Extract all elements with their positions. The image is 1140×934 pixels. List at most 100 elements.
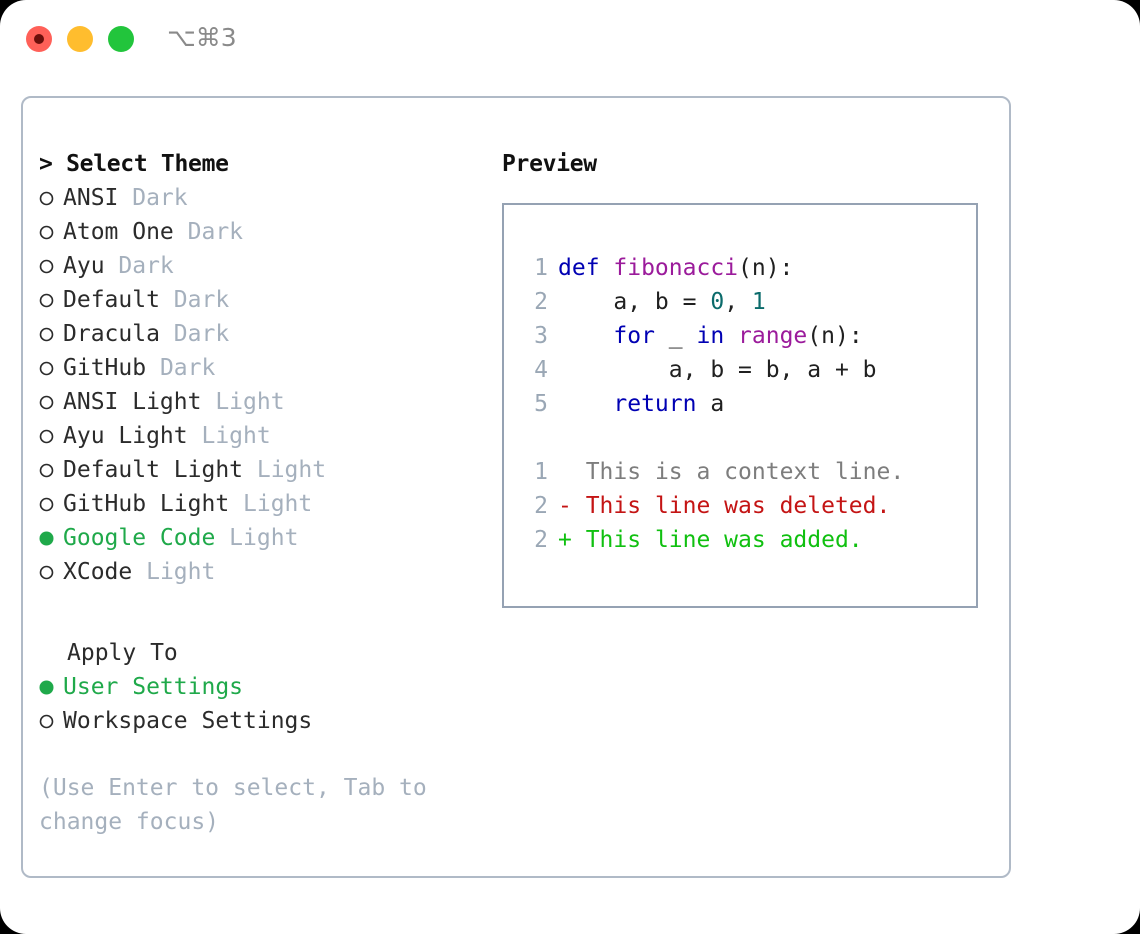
theme-item-ayu[interactable]: Ayu Dark <box>39 249 469 283</box>
radio-selected-icon[interactable] <box>39 521 63 555</box>
line-number: 2 <box>534 527 548 553</box>
diff-text: This line was deleted. <box>571 493 891 519</box>
line-number: 5 <box>534 391 548 417</box>
apply-to-option-user-settings[interactable]: User Settings <box>39 670 469 704</box>
apply-to-option-label: User Settings <box>63 674 244 700</box>
code-line: 2 a, b = 0, 1 <box>522 285 976 319</box>
theme-item-label: ANSI <box>63 185 119 211</box>
theme-item-github-light[interactable]: GitHub Light Light <box>39 487 469 521</box>
diff-text: This line was added. <box>571 527 863 553</box>
radio-unselected-icon[interactable] <box>39 487 63 521</box>
theme-item-ansi-light[interactable]: ANSI Light Light <box>39 385 469 419</box>
apply-to-title: Apply To <box>67 640 178 666</box>
radio-unselected-icon[interactable] <box>39 283 63 317</box>
theme-item-default-light[interactable]: Default Light Light <box>39 453 469 487</box>
theme-item-github[interactable]: GitHub Dark <box>39 351 469 385</box>
theme-item-dracula[interactable]: Dracula Dark <box>39 317 469 351</box>
title-bar: ⌥⌘3 <box>0 0 1140 78</box>
keyboard-shortcut-label: ⌥⌘3 <box>167 23 237 52</box>
theme-item-label: Dracula <box>63 321 160 347</box>
code-token-plain: (n): <box>738 255 794 281</box>
theme-item-label: Ayu <box>63 253 105 279</box>
theme-item-label: Ayu Light <box>63 423 188 449</box>
theme-item-variant: Light <box>201 389 285 415</box>
code-token-plain: a, b = b, a + b <box>558 357 877 383</box>
code-line: 4 a, b = b, a + b <box>522 353 976 387</box>
keyboard-hint: (Use Enter to select, Tab to change focu… <box>39 775 427 835</box>
theme-item-variant: Dark <box>118 185 188 211</box>
radio-unselected-icon[interactable] <box>39 419 63 453</box>
code-token-num: 1 <box>751 289 766 315</box>
code-line: 3 for _ in range(n): <box>522 319 976 353</box>
apply-to-option-label: Workspace Settings <box>63 708 313 734</box>
hint-gap <box>39 738 469 771</box>
theme-item-ayu-light[interactable]: Ayu Light Light <box>39 419 469 453</box>
theme-item-google-code[interactable]: Google Code Light <box>39 521 469 555</box>
theme-item-variant: Dark <box>146 355 216 381</box>
traffic-light-buttons <box>26 26 134 52</box>
code-token-plain <box>724 323 738 349</box>
theme-item-variant: Light <box>229 491 313 517</box>
code-token-kw: def <box>558 255 614 281</box>
minimize-button[interactable] <box>67 26 93 52</box>
code-token-plain <box>558 391 613 417</box>
diff-sample: 1 This is a context line.2- This line wa… <box>522 455 976 557</box>
diff-marker <box>558 459 572 485</box>
code-diff-gap <box>522 421 976 455</box>
diff-line-context: 1 This is a context line. <box>522 455 976 489</box>
code-token-fn: fibonacci <box>613 255 739 281</box>
diff-line-added: 2+ This line was added. <box>522 523 976 557</box>
theme-item-xcode[interactable]: XCode Light <box>39 555 469 589</box>
theme-item-default[interactable]: Default Dark <box>39 283 469 317</box>
maximize-button[interactable] <box>108 26 134 52</box>
apply-to-option-workspace-settings[interactable]: Workspace Settings <box>39 704 469 738</box>
code-token-num: 0 <box>710 289 725 315</box>
theme-item-variant: Light <box>187 423 271 449</box>
code-token-plain: (n): <box>807 323 863 349</box>
line-number: 1 <box>534 255 548 281</box>
radio-unselected-icon[interactable] <box>39 317 63 351</box>
radio-unselected-icon[interactable] <box>39 181 63 215</box>
radio-unselected-icon[interactable] <box>39 351 63 385</box>
code-token-plain: a, b = <box>558 289 711 315</box>
close-button[interactable] <box>26 26 52 52</box>
line-number: 2 <box>534 493 548 519</box>
code-line: 1 def fibonacci(n): <box>522 251 976 285</box>
theme-item-label: Default <box>63 287 160 313</box>
theme-item-label: GitHub Light <box>63 491 230 517</box>
radio-unselected-icon[interactable] <box>39 249 63 283</box>
code-token-kw: return <box>613 391 697 417</box>
theme-item-ansi[interactable]: ANSI Dark <box>39 181 469 215</box>
code-token-plain: , <box>724 289 752 315</box>
code-token-plain: _ <box>654 323 697 349</box>
code-token-plain: a <box>696 391 725 417</box>
theme-item-label: ANSI Light <box>63 389 202 415</box>
radio-selected-icon[interactable] <box>39 670 63 704</box>
theme-item-label: GitHub <box>63 355 147 381</box>
theme-item-label: XCode <box>63 559 133 585</box>
radio-unselected-icon[interactable] <box>39 215 63 249</box>
radio-unselected-icon[interactable] <box>39 704 63 738</box>
section-gap <box>39 589 469 636</box>
radio-unselected-icon[interactable] <box>39 453 63 487</box>
theme-item-variant: Light <box>132 559 216 585</box>
radio-unselected-icon[interactable] <box>39 555 63 589</box>
code-token-plain <box>558 323 613 349</box>
diff-text: This is a context line. <box>571 459 905 485</box>
code-token-kw: in <box>696 323 725 349</box>
code-token-fn: range <box>738 323 808 349</box>
line-number: 3 <box>534 323 548 349</box>
theme-item-label: Atom One <box>63 219 174 245</box>
theme-item-label: Default Light <box>63 457 244 483</box>
line-number: 1 <box>534 459 548 485</box>
theme-item-atom-one[interactable]: Atom One Dark <box>39 215 469 249</box>
code-line: 5 return a <box>522 387 976 421</box>
radio-unselected-icon[interactable] <box>39 385 63 419</box>
